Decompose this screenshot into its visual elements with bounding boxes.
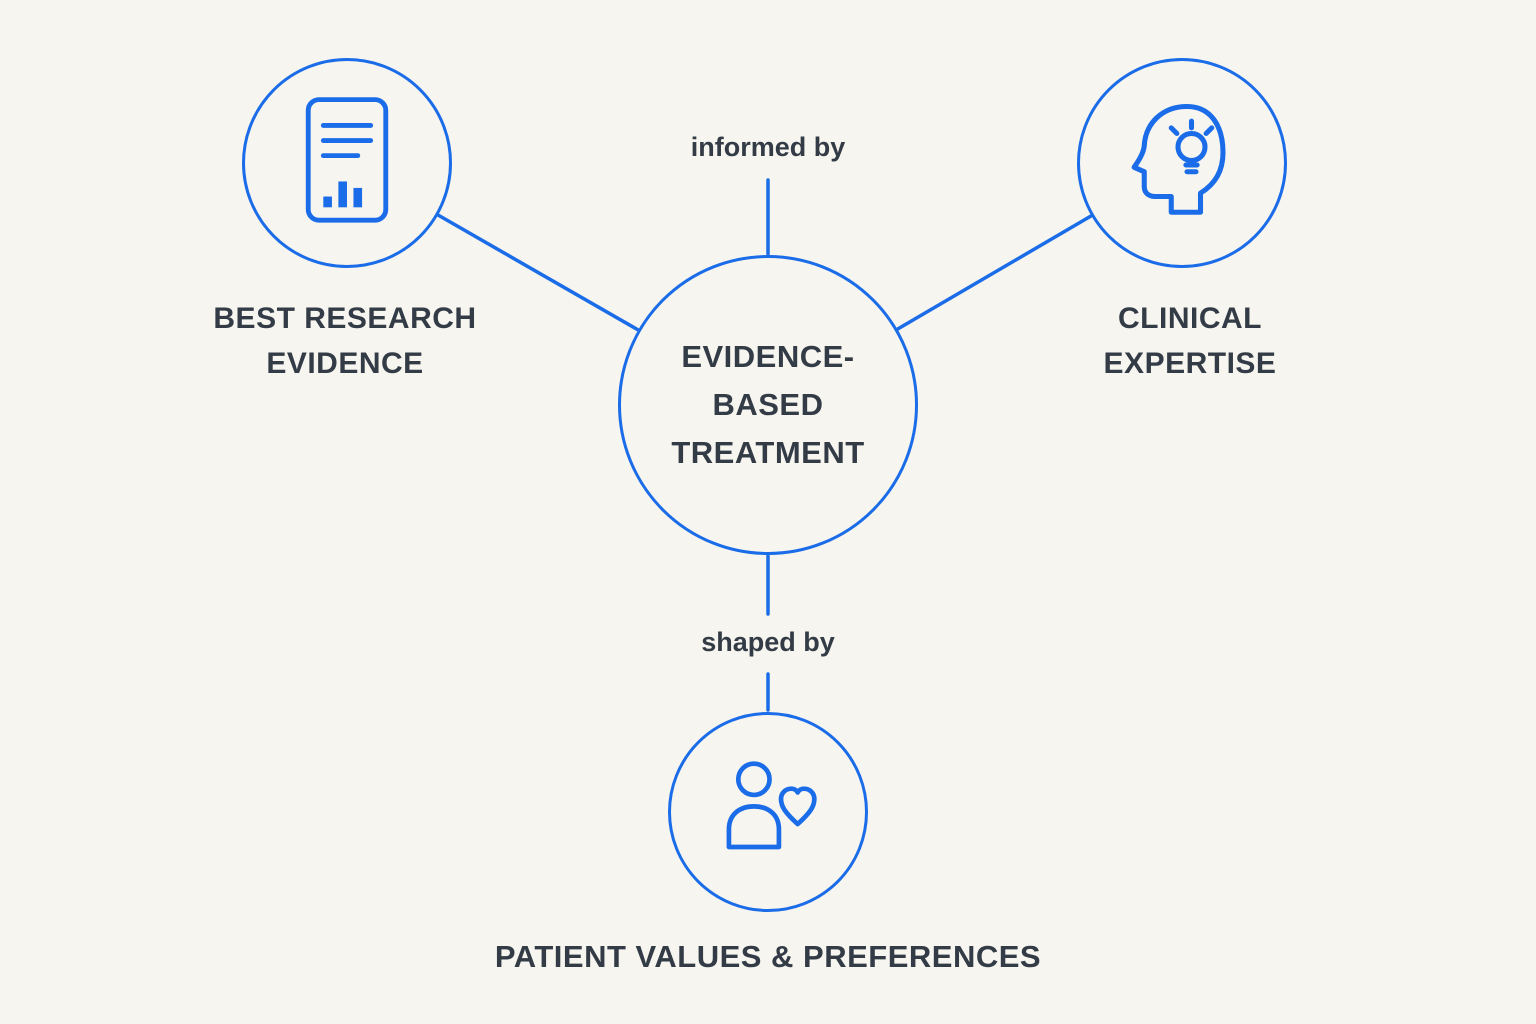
connector-label-shaped-by: shaped by [701,627,835,657]
label-patient-line-1: PATIENT VALUES & PREFERENCES [494,939,1042,974]
label-clinical-line-1: CLINICAL [1118,302,1262,335]
label-clinical-line-2: EXPERTISE [1103,347,1277,380]
node-clinical-expertise [1077,58,1287,268]
person-heart-icon [706,747,831,877]
node-best-research-evidence [242,58,452,268]
center-node-label: EVIDENCE- BASED TREATMENT [671,333,864,477]
connector-label-informed-by: informed by [690,132,846,162]
connector-research-to-center [436,213,642,333]
label-best-research-line-2: EVIDENCE [266,347,424,380]
center-label-line-2: BASED [712,387,824,422]
node-patient-values-preferences [668,712,868,912]
label-best-research-line-1: BEST RESEARCH [213,302,477,335]
document-chart-icon [282,91,412,236]
node-evidence-based-treatment: EVIDENCE- BASED TREATMENT [618,255,918,555]
label-best-research-evidence: BEST RESEARCH EVIDENCE [145,296,545,386]
label-clinical-expertise: CLINICAL EXPERTISE [990,296,1390,386]
center-label-line-1: EVIDENCE- [681,339,855,374]
connector-clinical-to-center [894,214,1093,332]
head-lightbulb-icon [1115,93,1250,233]
center-label-line-3: TREATMENT [671,435,865,470]
label-patient-values-preferences: PATIENT VALUES & PREFERENCES [418,934,1118,979]
